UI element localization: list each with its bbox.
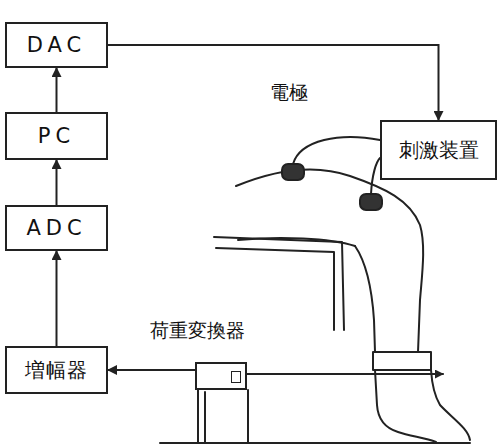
electrode-wire (293, 137, 380, 164)
dac-box: DAC (5, 22, 108, 68)
adc-box: ADC (5, 205, 108, 251)
electrode-wire (371, 158, 380, 194)
load-transducer: 荷重変換器 (148, 318, 294, 390)
electrode (282, 164, 304, 180)
transducer-knob (231, 371, 241, 383)
node-label: 荷重変換器 (148, 318, 247, 344)
floor (160, 442, 470, 444)
pedestal (198, 390, 248, 444)
signal-arrow (56, 251, 58, 346)
amplifier-box: 増幅器 (5, 346, 108, 394)
pc-box: PC (5, 112, 108, 160)
signal-arrow (108, 45, 439, 120)
electrode (360, 194, 382, 210)
ankle-strap (373, 352, 431, 370)
force-rod (247, 373, 443, 375)
transducer-body (195, 362, 247, 390)
node-label: 刺激装置 (399, 137, 479, 164)
node-label: PC (38, 124, 75, 148)
calf (355, 246, 375, 352)
node-label: 増幅器 (25, 357, 88, 384)
signal-arrow (56, 68, 58, 112)
foot (375, 370, 470, 442)
signal-arrow (56, 160, 58, 205)
thigh-top (236, 169, 423, 352)
stimulator-box: 刺激装置 (380, 120, 497, 180)
node-label: DAC (27, 33, 86, 57)
signal-arrow (108, 369, 195, 371)
electrode-label: 電極 (268, 80, 310, 106)
node-label: ADC (26, 216, 86, 240)
chair (214, 237, 344, 330)
